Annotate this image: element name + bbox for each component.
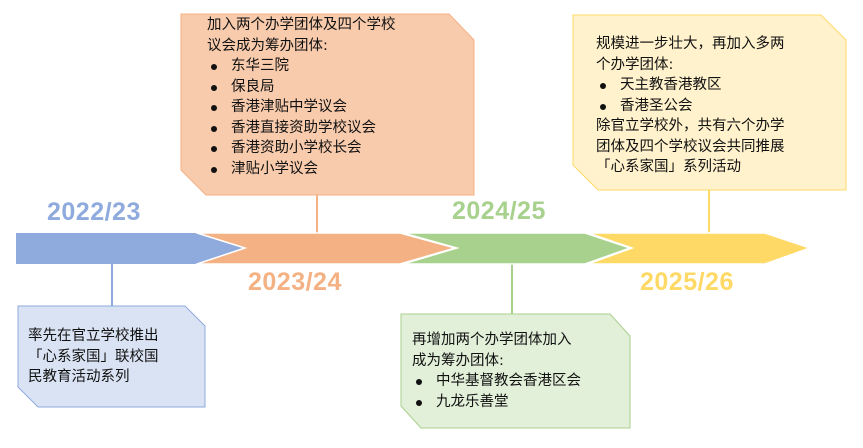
list-item: 香港直接资助学校议会 (207, 118, 396, 139)
year-label-2022: 2022/23 (47, 198, 141, 226)
list-item: 香港资助小学校长会 (207, 138, 396, 159)
box-2022-shape (17, 305, 206, 408)
arrow-segment-2023 (196, 232, 458, 265)
intro-line: 议会成为筹办团体: (207, 37, 328, 54)
list-item: 中华基督教会香港区会 (412, 371, 581, 392)
list-item: 香港圣公会 (596, 96, 785, 117)
list-item: 九龙乐善堂 (412, 392, 581, 413)
member-list: 中华基督教会香港区会 九龙乐善堂 (412, 371, 581, 412)
intro-line: 个办学团体: (596, 56, 674, 73)
list-item: 东华三院 (207, 56, 396, 77)
member-list: 东华三院 保良局 香港津贴中学议会 香港直接资助学校议会 香港资助小学校长会 津… (207, 56, 396, 179)
arrow-segment-2022 (16, 233, 243, 264)
box-2023-shape (180, 13, 475, 196)
year-label-2025: 2025/26 (640, 268, 734, 296)
box-2023: 加入两个办学团体及四个学校 议会成为筹办团体: 东华三院 保良局 香港津贴中学议… (207, 15, 396, 179)
member-list: 天主教香港教区 香港圣公会 (596, 75, 785, 116)
outro-line: 团体及四个学校议会共同推展 (596, 138, 785, 155)
list-item: 天主教香港教区 (596, 75, 785, 96)
intro-line: 成为筹办团体: (412, 352, 504, 369)
year-label-2023: 2023/24 (248, 268, 342, 296)
list-item: 保良局 (207, 77, 396, 98)
text-line: 率先在官立学校推出 (28, 328, 159, 344)
text-line: 「心系家国」联校国 (28, 348, 159, 365)
box-2025: 规模进一步壮大，再加入多两 个办学团体: 天主教香港教区 香港圣公会 除官立学校… (596, 34, 785, 178)
intro-line: 再增加两个办学团体加入 (412, 332, 572, 348)
intro-line: 规模进一步壮大，再加入多两 (596, 36, 785, 52)
box-2025-shape (572, 14, 847, 191)
list-item: 香港津贴中学议会 (207, 97, 396, 118)
box-2024-shape (400, 313, 631, 429)
list-item: 津贴小学议会 (207, 159, 396, 180)
outro-line: 「心系家国」系列活动 (596, 159, 741, 175)
arrow-segment-2024 (402, 232, 633, 265)
box-2022: 率先在官立学校推出 「心系家国」联校国 民教育活动系列 (28, 326, 159, 388)
text-line: 民教育活动系列 (28, 369, 130, 385)
arrow-segment-2025 (587, 232, 813, 265)
box-2024: 再增加两个办学团体加入 成为筹办团体: 中华基督教会香港区会 九龙乐善堂 (412, 330, 581, 412)
intro-line: 加入两个办学团体及四个学校 (207, 17, 396, 33)
year-label-2024: 2024/25 (452, 197, 546, 225)
outro-line: 除官立学校外，共有六个办学 (596, 118, 785, 134)
